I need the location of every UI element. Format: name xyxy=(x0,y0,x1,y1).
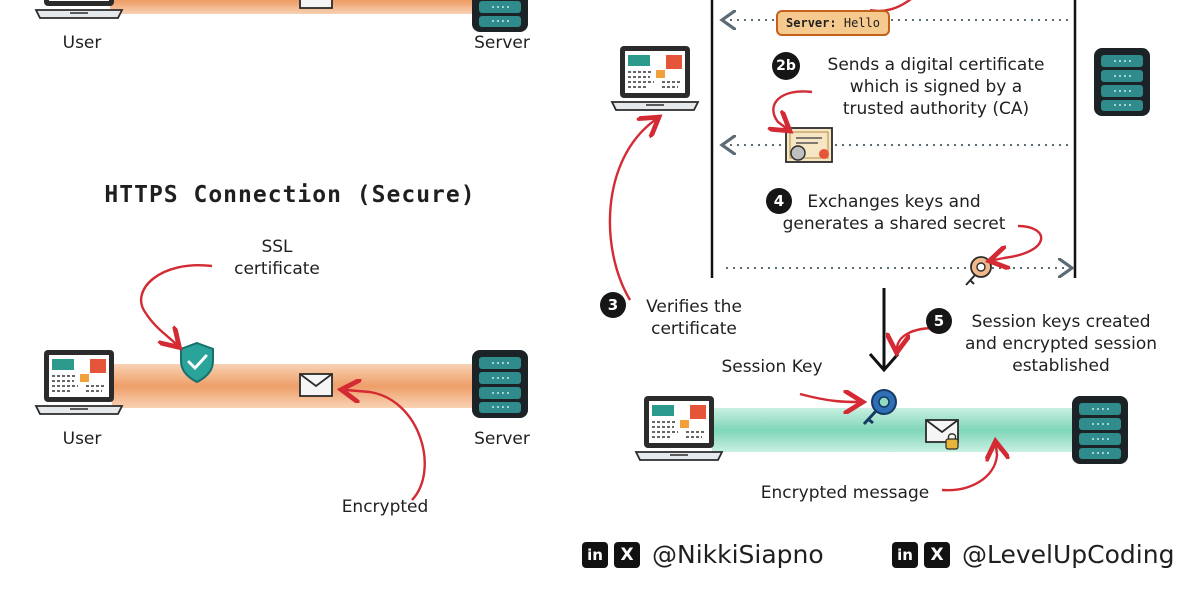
https-server-icon xyxy=(471,349,529,419)
verify-red-arrow xyxy=(608,120,655,301)
http-envelope-icon xyxy=(299,0,333,9)
session-client-laptop-icon xyxy=(635,395,723,461)
https-server-label: Server xyxy=(474,429,530,449)
step-3-badge-wrap: 3 xyxy=(600,292,626,318)
encrypted-message-label: Encrypted message xyxy=(760,483,930,503)
ssl-shield-icon xyxy=(180,341,214,384)
shared-key-icon xyxy=(965,256,992,286)
session-key-icon xyxy=(862,389,897,426)
ssl-arrow xyxy=(139,264,213,344)
step-2b-text: Sends a digital certificate which is sig… xyxy=(827,55,1045,119)
right-handle[interactable]: @LevelUpCoding xyxy=(962,540,1175,569)
secure-session-pipe xyxy=(712,408,1084,452)
server-hello-tag: Server: Hello xyxy=(776,10,890,36)
https-pipe xyxy=(112,364,480,408)
lock-icon xyxy=(945,433,959,450)
step-5-text: Session keys created and encrypted sessi… xyxy=(964,312,1158,376)
session-key-label: Session Key xyxy=(721,357,823,377)
http-server-icon xyxy=(471,0,529,33)
https-title: HTTPS Connection (Secure) xyxy=(104,182,476,208)
https-envelope-icon xyxy=(299,373,333,397)
linkedin-icon[interactable]: in xyxy=(892,541,918,568)
step-5-badge: 5 xyxy=(926,308,952,334)
step-2b-badge: 2b xyxy=(772,52,800,80)
footer-right-social: in X @LevelUpCoding xyxy=(892,540,1174,569)
x-icon[interactable]: X xyxy=(924,541,950,568)
ssl-certificate-label: SSL certificate xyxy=(234,237,320,279)
key-red-arrow xyxy=(994,224,1043,260)
https-user-laptop-icon xyxy=(35,349,123,415)
step-4-badge: 4 xyxy=(766,188,792,214)
encrypted-label: Encrypted xyxy=(341,497,429,517)
encrypted-arrow xyxy=(346,390,426,501)
http-pipe xyxy=(110,0,480,14)
http-user-label: User xyxy=(62,33,102,53)
step-4-text: Exchanges keys and generates a shared se… xyxy=(782,192,1006,234)
step-3-badge: 3 xyxy=(600,292,626,318)
server-hello-text: Hello xyxy=(843,16,880,30)
x-icon[interactable]: X xyxy=(614,541,640,568)
session-server-icon xyxy=(1071,395,1129,465)
step-5-badge-wrap: 5 xyxy=(926,308,952,334)
server-hello-prefix: Server: xyxy=(786,16,837,30)
http-server-label: Server xyxy=(474,33,530,53)
step-2b-badge-wrap: 2b xyxy=(772,52,800,80)
https-user-label: User xyxy=(62,429,102,449)
step-4-badge-wrap: 4 xyxy=(766,188,792,214)
linkedin-icon[interactable]: in xyxy=(582,541,608,568)
http-user-laptop xyxy=(35,0,123,19)
handshake-client-laptop-icon xyxy=(611,45,699,111)
handshake-server-icon xyxy=(1093,47,1151,117)
session-key-red-arrow xyxy=(799,394,858,402)
certificate-red-arrow xyxy=(773,90,813,128)
encrypted-message-red-arrow xyxy=(941,446,997,492)
left-handle[interactable]: @NikkiSiapno xyxy=(652,540,824,569)
footer-left-social: in X @NikkiSiapno xyxy=(582,540,824,569)
step-3-text: Verifies the certificate xyxy=(646,297,742,339)
certificate-icon xyxy=(785,127,833,163)
